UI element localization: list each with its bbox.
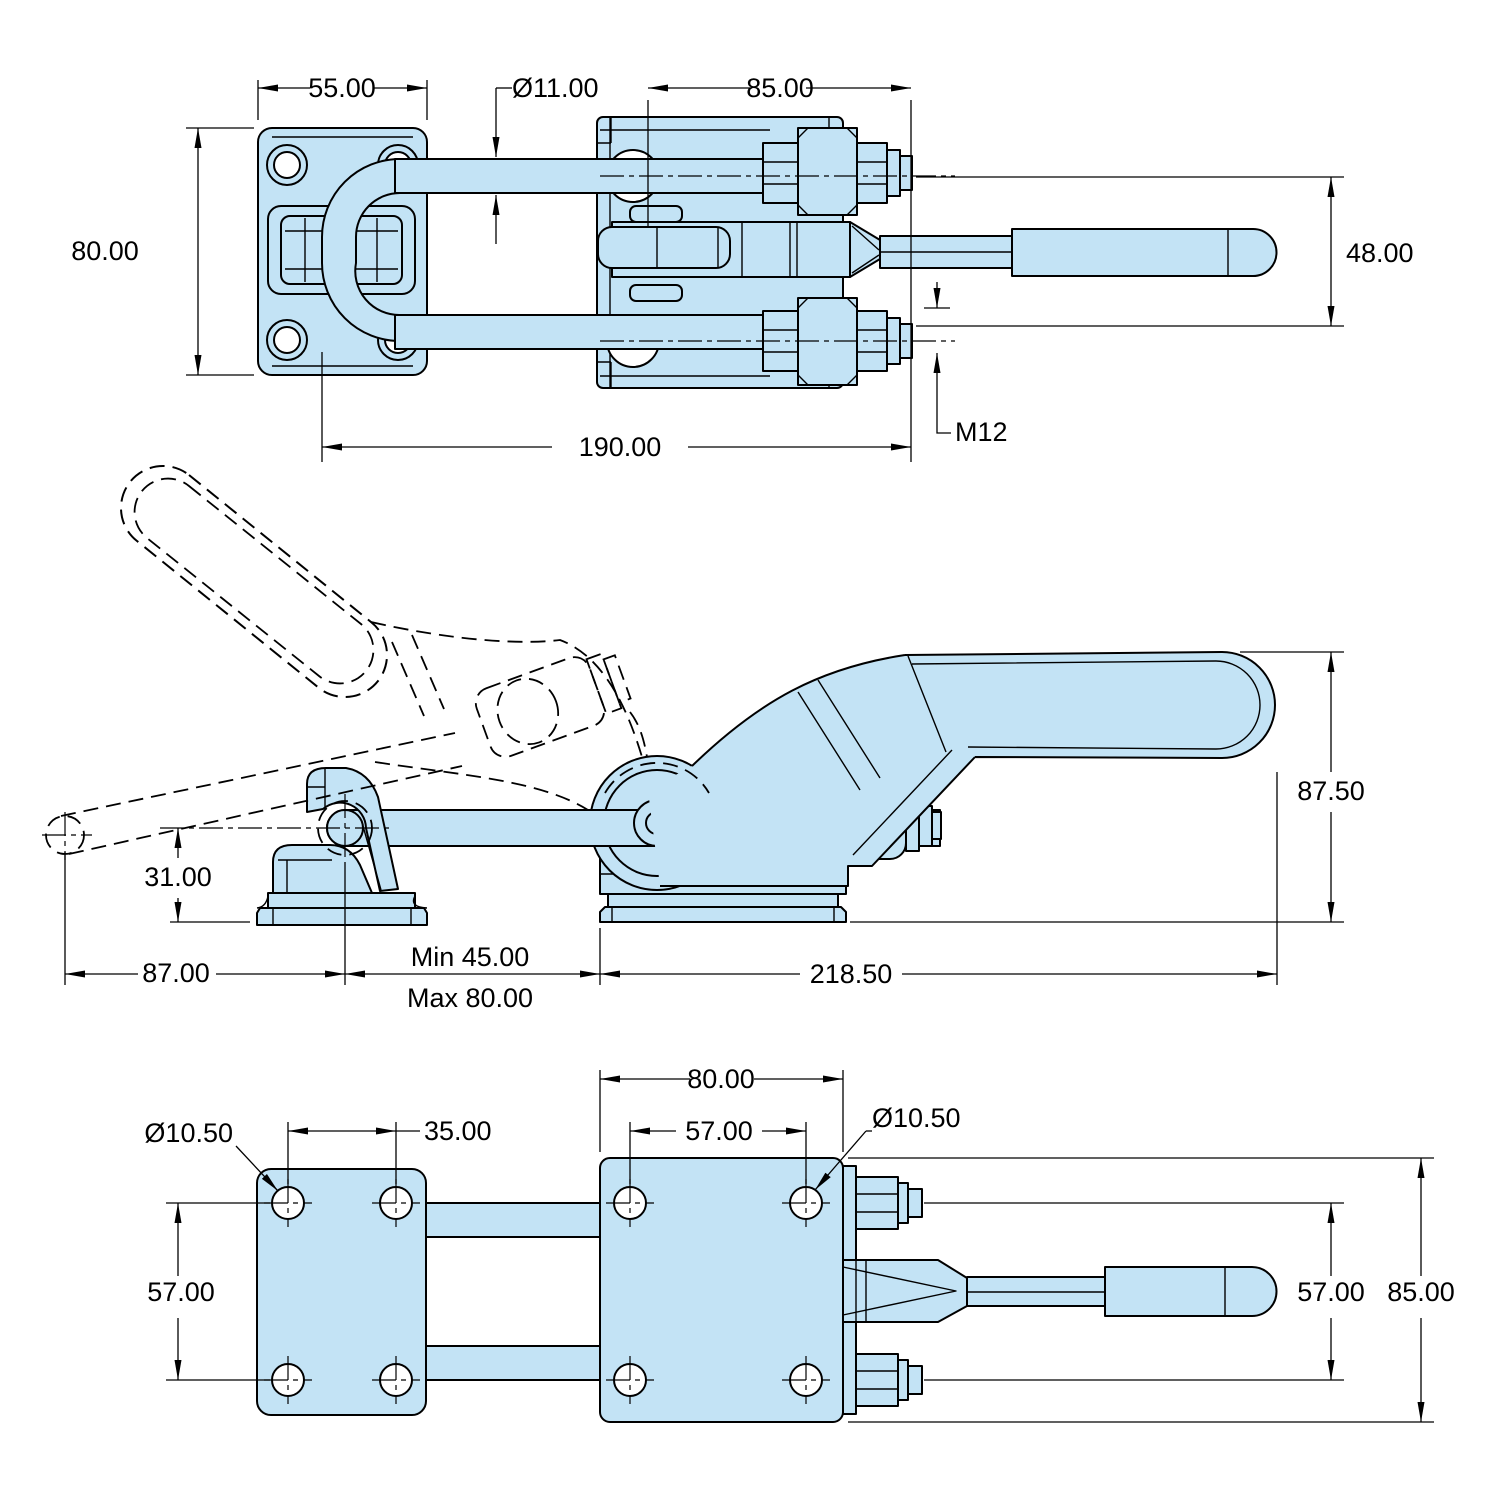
- catch-plate-bottom: [256, 1168, 427, 1416]
- spindle-bottom: [842, 1259, 1278, 1323]
- u-bolt-leg-lower: [394, 314, 764, 350]
- u-bolt-leg-upper-bottom: [425, 1202, 601, 1238]
- dim-text: 35.00: [424, 1116, 492, 1146]
- dim-spindle-thread: M12: [924, 282, 1008, 447]
- latch-spindle-top: [597, 205, 1278, 302]
- dim-text: 190.00: [579, 432, 662, 462]
- dim-text: 218.50: [810, 959, 893, 989]
- top-view: 55.00 80.00 Ø11.00 85.00 48.00: [71, 73, 1414, 462]
- dim-text: Ø10.50: [872, 1103, 961, 1133]
- dim-bar-centerline-height: 31.00: [144, 828, 250, 923]
- dim-text: M12: [955, 417, 1008, 447]
- catch-foot: [256, 907, 428, 926]
- arm-open-bottom-edge: [374, 761, 589, 811]
- catch-plate-chamfer-lines: [272, 136, 413, 367]
- dim-text: 87.50: [1297, 776, 1365, 806]
- side-view-parts: [256, 651, 1276, 926]
- top-view-parts: [257, 116, 1278, 389]
- u-bolt-open-rod: [60, 732, 463, 855]
- dim-body-length: 218.50: [599, 772, 1278, 989]
- dim-base-plate-width: 80.00: [599, 1064, 844, 1152]
- dim-catch-plate-height: 80.00: [71, 127, 254, 376]
- dim-text: 55.00: [308, 73, 376, 103]
- dim-spindle-width: 48.00: [916, 176, 1414, 327]
- base-foot-right-upper: [607, 893, 839, 909]
- base-foot-right: [599, 906, 847, 923]
- handle-open-inner: [133, 477, 375, 685]
- bottom-view-parts: [256, 1157, 1278, 1423]
- catch-hook: [306, 767, 399, 892]
- dim-text: 48.00: [1346, 238, 1414, 268]
- dim-base-hole-row-pitch: 57.00: [924, 1202, 1365, 1381]
- top-view-dimensions: 55.00 80.00 Ø11.00 85.00 48.00: [71, 73, 1414, 462]
- stud-nuts-bottom: [855, 1176, 923, 1407]
- dim-base-plate-height: 85.00: [848, 1157, 1455, 1423]
- dim-text-min: Min 45.00: [411, 942, 530, 972]
- dim-base-hole-diameter: Ø10.50: [814, 1103, 961, 1191]
- bottom-view-dimensions: 80.00 57.00 Ø10.50 Ø10.50 35.00: [144, 1064, 1455, 1423]
- dim-pivot-to-spindle-end: 85.00: [647, 73, 912, 462]
- dim-text: 87.00: [142, 958, 210, 988]
- dim-catch-reach: 87.00: [64, 852, 346, 988]
- hole-crosshairs: [264, 1179, 830, 1404]
- spindle-nut-open: [474, 652, 632, 758]
- dim-overall-length: 190.00: [321, 352, 911, 462]
- handle-grip-top: [1011, 228, 1278, 277]
- stud-centerlines-top: [600, 175, 955, 342]
- clamp-arm-fill: [648, 652, 1275, 886]
- upper-stud-nuts: [762, 127, 913, 216]
- open-position-phantom: [45, 465, 710, 856]
- handle-grip-bottom: [1104, 1266, 1278, 1317]
- dim-catch-hole-pitch: 35.00: [287, 1116, 492, 1184]
- clamp-arm-edges: [660, 651, 1276, 887]
- arm-open-slot: [391, 634, 445, 717]
- dim-catch-hole-diameter: Ø10.50: [144, 1118, 279, 1192]
- dim-text: Ø10.50: [144, 1118, 233, 1148]
- dim-text-max: Max 80.00: [407, 983, 533, 1013]
- handle-open-outline: [120, 465, 388, 698]
- dim-text: Ø11.00: [512, 73, 599, 103]
- dim-text: 85.00: [746, 73, 814, 103]
- dim-u-bolt-diameter: Ø11.00: [492, 73, 599, 244]
- side-centerlines: [42, 794, 392, 862]
- side-view: 31.00 87.00 Min 45.00 Max 80.00 218.50 8…: [42, 465, 1365, 1013]
- arm-open-top-edge: [370, 621, 643, 758]
- dim-text: 57.00: [685, 1116, 753, 1146]
- dim-clamping-range: Min 45.00 Max 80.00: [345, 942, 600, 1013]
- dim-catch-plate-width: 55.00: [257, 73, 428, 120]
- dim-base-hole-pitch: 57.00: [629, 1116, 807, 1184]
- bottom-view: 80.00 57.00 Ø10.50 Ø10.50 35.00: [144, 1064, 1455, 1423]
- dim-overall-height: 87.50: [850, 651, 1365, 923]
- dim-text: 80.00: [71, 236, 139, 266]
- dim-text: 57.00: [1297, 1277, 1365, 1307]
- catch-foot-upper: [267, 892, 416, 909]
- dim-text: 80.00: [687, 1064, 755, 1094]
- u-bolt-bend: [321, 158, 401, 342]
- dim-text: 31.00: [144, 862, 212, 892]
- dim-text: 57.00: [147, 1277, 215, 1307]
- side-view-dimensions: 31.00 87.00 Min 45.00 Max 80.00 218.50 8…: [64, 651, 1365, 1013]
- catch-pedestal: [272, 844, 373, 894]
- open-nut-link: [629, 711, 648, 758]
- dim-catch-hole-row-pitch: 57.00: [147, 1202, 270, 1381]
- u-bolt-leg-lower-bottom: [425, 1345, 601, 1381]
- dim-text: 85.00: [1387, 1277, 1455, 1307]
